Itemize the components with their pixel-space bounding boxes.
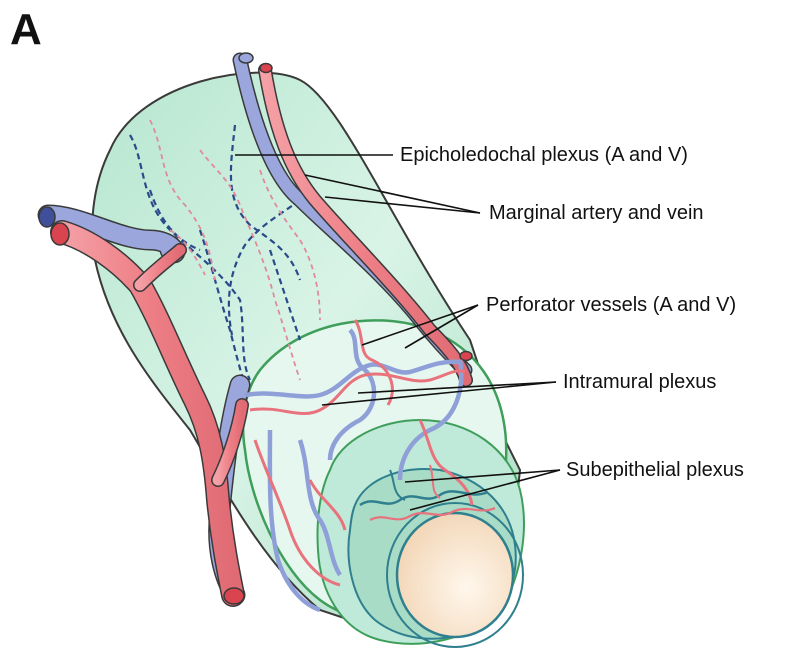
label-marginal-artery-vein: Marginal artery and vein	[489, 202, 704, 224]
label-epicholedochal-plexus: Epicholedochal plexus (A and V)	[400, 144, 688, 166]
label-perforator-vessels: Perforator vessels (A and V)	[486, 294, 736, 316]
label-subepithelial-plexus: Subepithelial plexus	[566, 459, 744, 481]
label-intramural-plexus: Intramural plexus	[563, 371, 716, 393]
panel-letter: A	[10, 5, 42, 54]
duct-lumen	[397, 513, 513, 637]
